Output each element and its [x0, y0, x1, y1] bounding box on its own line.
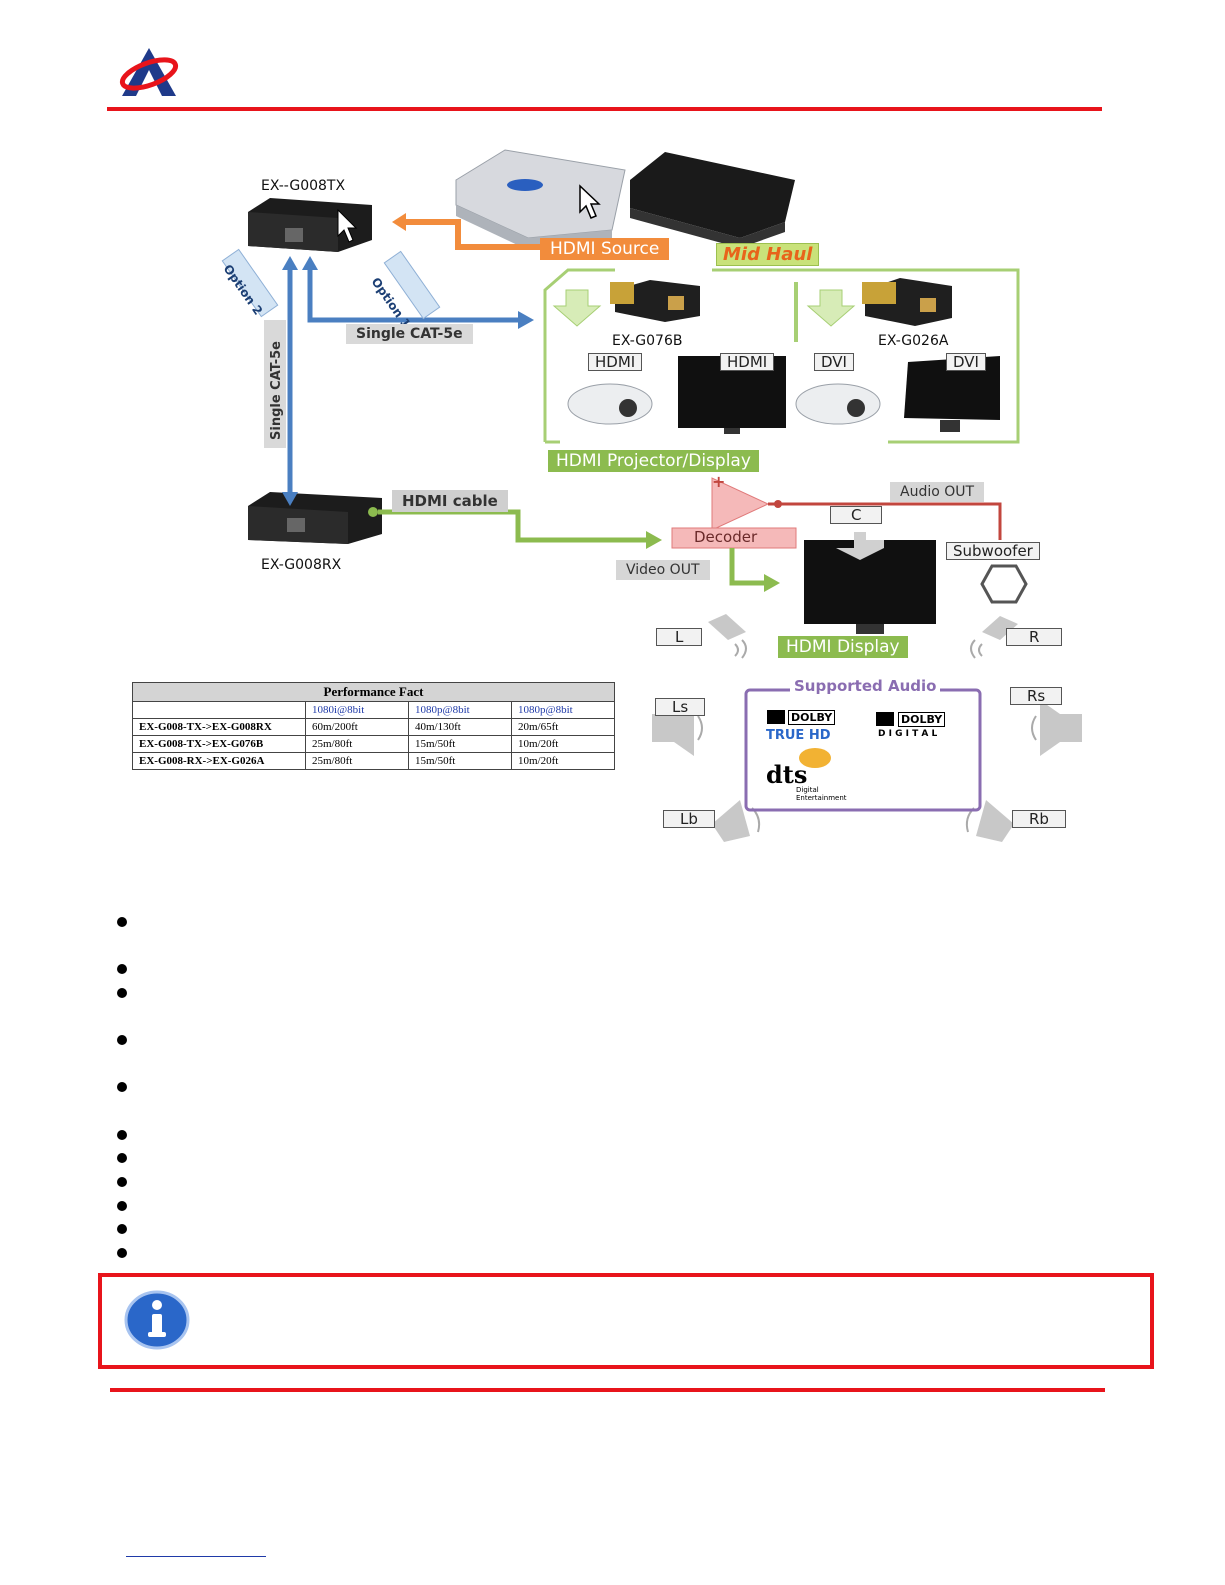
mid-haul-tag: Mid Haul: [716, 243, 820, 266]
bullet-point: [117, 1130, 127, 1140]
company-logo: [116, 44, 182, 100]
adapter-g026a-label: EX-G026A: [878, 333, 949, 349]
table-row: EX-G008-TX->EX-G008RX 60m/200ft 40m/130f…: [132, 718, 615, 736]
dolby-digital-logo-text: DOLBY: [898, 712, 946, 727]
display-tag-hdmi-1: HDMI: [588, 353, 643, 371]
dts-sub-logo-text: Digital Entertainment: [796, 786, 847, 802]
projector-display-tag: HDMI Projector/Display: [548, 450, 759, 472]
bullet-point: [117, 1224, 127, 1234]
audio-out-tag: Audio OUT: [890, 482, 985, 502]
bullet-point: [117, 1177, 127, 1187]
info-box: [98, 1273, 1154, 1369]
cursor-icon: [579, 184, 601, 219]
speaker-r-icon: [970, 616, 1018, 659]
transmitter-box: [248, 198, 372, 252]
hdmi-source-tag: HDMI Source: [540, 238, 670, 260]
speaker-rs-icon: [1031, 700, 1082, 756]
row-label: EX-G008-TX->EX-G008RX: [132, 718, 306, 736]
speaker-rb-icon: [965, 800, 1014, 842]
bullet-point: [117, 1248, 127, 1258]
bullet-point: [117, 917, 127, 927]
table-row: EX-G008-RX->EX-G026A 25m/80ft 15m/50ft 1…: [132, 752, 615, 770]
adapter-g076b-icon: [610, 280, 700, 322]
hdmi-display-tag: HDMI Display: [778, 636, 908, 658]
display-tag-dvi-1: DVI: [814, 353, 854, 371]
speaker-ls-tag: Ls: [655, 698, 706, 716]
footer-link-underline: [126, 1556, 266, 1557]
dvi-monitor-icon: [904, 356, 1000, 432]
single-cat-horizontal-tag: Single CAT-5e: [346, 324, 473, 344]
speaker-r-tag: R: [1006, 628, 1063, 646]
subwoofer-icon: [980, 564, 1028, 604]
column-header: 1080p@8bit: [511, 701, 615, 719]
table-cell: 10m/20ft: [511, 735, 615, 753]
bullet-point: [117, 988, 127, 998]
truehd-logo-text: TRUE HD: [766, 728, 831, 743]
speaker-l-icon: [708, 614, 747, 659]
table-cell: 25m/80ft: [305, 735, 409, 753]
table-cell: 25m/80ft: [305, 752, 409, 770]
hdmi-display-icon: [804, 532, 936, 634]
speaker-lb-icon: [712, 800, 761, 842]
bullet-point: [117, 964, 127, 974]
projector-icon: [795, 383, 881, 425]
table-cell: 15m/50ft: [408, 752, 512, 770]
adapter-g026a-icon: [862, 278, 952, 326]
hdmi-cable-tag: HDMI cable: [392, 490, 508, 512]
bullet-point: [117, 1082, 127, 1092]
table-cell: 40m/130ft: [408, 718, 512, 736]
bullet-point: [117, 1201, 127, 1211]
supported-audio-title: Supported Audio: [790, 677, 941, 695]
decoder-label: Decoder: [694, 528, 758, 546]
receiver-box: [248, 492, 382, 544]
adapter-g076b-label: EX-G076B: [612, 333, 683, 349]
display-tag-dvi-2: DVI: [946, 353, 986, 371]
table-cell: 10m/20ft: [511, 752, 615, 770]
bluray-player-icon: [455, 149, 626, 250]
rx-label: EX-G008RX: [261, 557, 342, 573]
row-label: EX-G008-TX->EX-G076B: [132, 735, 306, 753]
performance-table-title: Performance Fact: [132, 682, 615, 702]
projector-icon: [567, 383, 653, 425]
header-rule: [107, 107, 1102, 111]
table-row: EX-G008-TX->EX-G076B 25m/80ft 15m/50ft 1…: [132, 735, 615, 753]
dolby-logo-text: DOLBY: [788, 710, 836, 725]
game-console-icon: [630, 152, 795, 248]
speaker-rb-tag: Rb: [1012, 810, 1066, 828]
speaker-lb-tag: Lb: [663, 810, 715, 828]
table-cell: 20m/65ft: [511, 718, 615, 736]
amp-plus: +: [712, 472, 726, 491]
performance-table: Performance Fact 1080i@8bit 1080p@8bit 1…: [132, 682, 615, 770]
speaker-c-tag: C: [830, 506, 883, 524]
single-cat-vertical-tag: Single CAT-5e: [269, 341, 284, 440]
display-tag-hdmi-2: HDMI: [720, 353, 775, 371]
video-out-tag: Video OUT: [616, 560, 710, 580]
bullet-point: [117, 1153, 127, 1163]
column-header: 1080p@8bit: [408, 701, 512, 719]
table-cell: 60m/200ft: [305, 718, 409, 736]
tx-label: EX--G008TX: [261, 178, 346, 194]
footer-rule: [110, 1388, 1105, 1392]
table-cell: 15m/50ft: [408, 735, 512, 753]
bullet-point: [117, 1035, 127, 1045]
dts-logo-text: dts: [766, 760, 808, 789]
speaker-rs-tag: Rs: [1010, 687, 1063, 705]
subwoofer-tag: Subwoofer: [946, 542, 1040, 560]
digital-logo-text: D I G I T A L: [878, 729, 938, 739]
table-corner: [132, 701, 306, 719]
row-label: EX-G008-RX->EX-G026A: [132, 752, 306, 770]
info-icon: [124, 1290, 190, 1350]
column-header: 1080i@8bit: [305, 701, 409, 719]
speaker-l-tag: L: [656, 628, 703, 646]
